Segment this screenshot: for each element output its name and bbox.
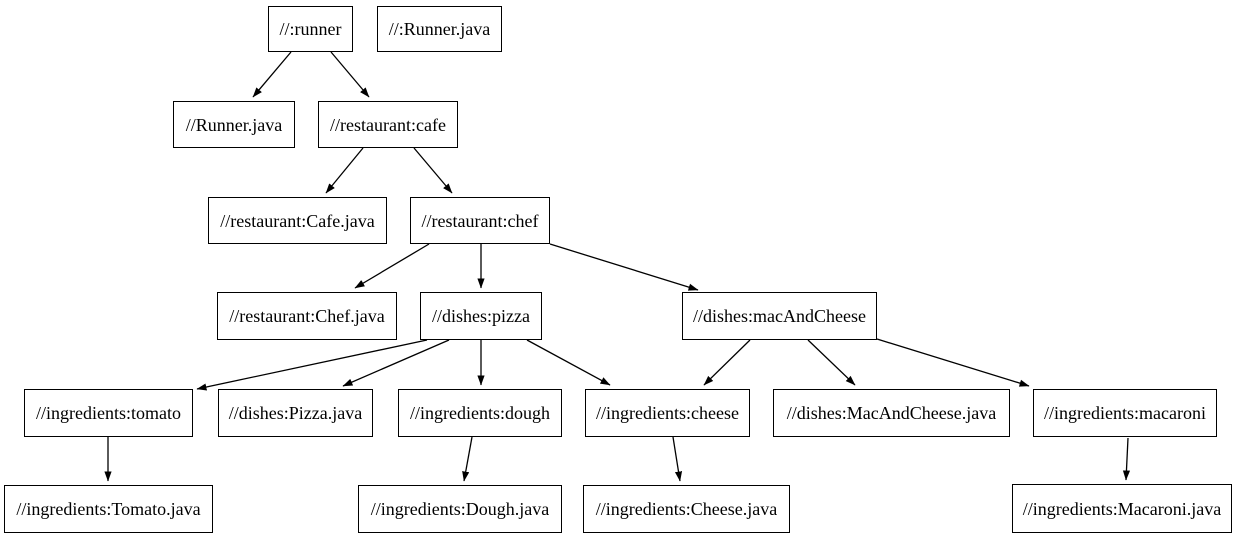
graph-node-chef-java: //restaurant:Chef.java <box>217 292 397 340</box>
graph-edge-pizza-to-pizza-java <box>342 339 450 387</box>
graph-edge-chef-to-mac-and-cheese <box>549 243 699 291</box>
graph-edge-cafe-to-chef <box>413 147 453 194</box>
graph-edge-dough-to-dough-java <box>462 436 473 482</box>
graph-edge-pizza-to-tomato <box>196 339 428 391</box>
graph-node-label: //restaurant:cafe <box>330 114 446 135</box>
graph-edge-mac-and-cheese-to-mac-and-cheese-java <box>807 339 856 386</box>
graph-node-cafe-java: //restaurant:Cafe.java <box>208 197 387 244</box>
graph-node-label: //dishes:macAndCheese <box>693 306 866 326</box>
graph-node-label: //:runner <box>279 19 342 39</box>
graph-node-runner: //:runner <box>268 6 353 52</box>
graph-node-label: //restaurant:Chef.java <box>229 306 385 326</box>
graph-node-macaroni-java: //ingredients:Macaroni.java <box>1012 484 1232 533</box>
graph-edge-pizza-to-cheese <box>526 339 611 386</box>
graph-node-dough-java: //ingredients:Dough.java <box>358 485 562 533</box>
graph-node-runner-java: //Runner.java <box>173 101 295 148</box>
graph-edge-cafe-to-cafe-java <box>325 147 364 194</box>
graph-node-tomato-java: //ingredients:Tomato.java <box>4 485 213 533</box>
graph-node-label: //ingredients:macaroni <box>1044 403 1206 423</box>
graph-node-label: //ingredients:Cheese.java <box>595 499 778 519</box>
graph-node-label: //ingredients:Macaroni.java <box>1022 498 1222 519</box>
graph-edge-cheese-to-cheese-java <box>672 436 683 482</box>
graph-node-label: //dishes:pizza <box>432 306 530 326</box>
graph-edge-runner-to-cafe <box>330 51 370 98</box>
graph-node-label: //ingredients:dough <box>410 403 550 423</box>
graph-node-label: //dishes:MacAndCheese.java <box>786 403 997 423</box>
graph-node-cafe: //restaurant:cafe <box>318 101 458 148</box>
graph-node-macaroni: //ingredients:macaroni <box>1033 389 1217 437</box>
graph-node-label: //ingredients:tomato <box>36 403 181 423</box>
graph-node-label: //restaurant:chef <box>421 210 539 231</box>
graph-node-cheese-java: //ingredients:Cheese.java <box>583 485 790 533</box>
graph-node-label: //dishes:Pizza.java <box>228 403 363 423</box>
graph-node-mac-and-cheese-java: //dishes:MacAndCheese.java <box>773 389 1010 437</box>
graph-node-pizza-java: //dishes:Pizza.java <box>218 389 373 437</box>
graph-node-chef: //restaurant:chef <box>410 197 550 244</box>
graph-edge-mac-and-cheese-to-macaroni <box>876 338 1030 387</box>
graph-edge-runner-to-runner-java <box>252 51 292 98</box>
graph-node-label: //ingredients:Tomato.java <box>16 499 201 519</box>
graph-node-label: //ingredients:cheese <box>596 403 739 423</box>
graph-node-label: //:Runner.java <box>388 19 491 39</box>
graph-node-dough: //ingredients:dough <box>398 389 562 437</box>
graph-node-tomato: //ingredients:tomato <box>24 389 193 437</box>
graph-node-cheese: //ingredients:cheese <box>585 389 750 437</box>
graph-edge-chef-to-chef-java <box>354 243 430 289</box>
graph-node-label: //ingredients:Dough.java <box>370 499 550 519</box>
graph-node-runner-java-file: //:Runner.java <box>377 6 502 52</box>
graph-node-pizza: //dishes:pizza <box>420 292 542 340</box>
graph-node-label: //restaurant:Cafe.java <box>220 210 375 231</box>
graph-edge-macaroni-to-macaroni-java <box>1122 437 1131 481</box>
graph-node-label: //Runner.java <box>185 114 283 135</box>
graph-edge-mac-and-cheese-to-cheese <box>703 339 751 386</box>
graph-node-mac-and-cheese: //dishes:macAndCheese <box>682 292 877 340</box>
